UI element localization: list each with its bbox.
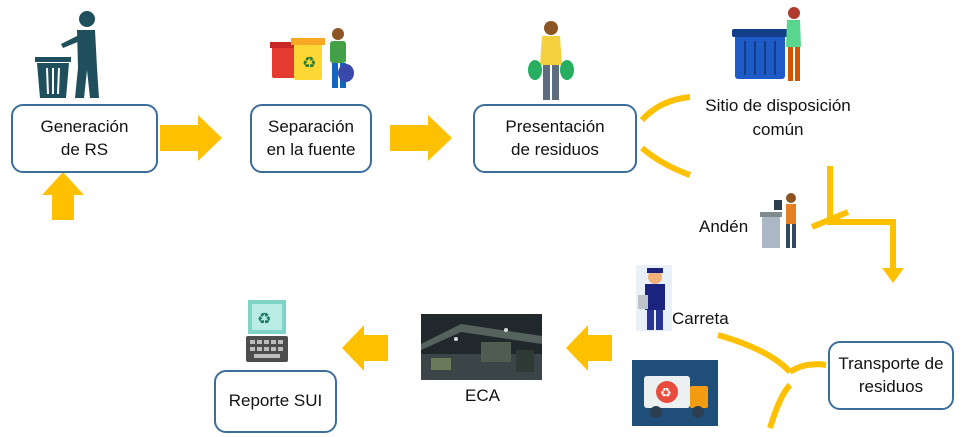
node-transporte: Transporte de residuos bbox=[828, 341, 954, 410]
recycling-truck-icon: ♻ bbox=[632, 360, 718, 426]
label-sitio: Sitio de disposición común bbox=[705, 96, 851, 139]
svg-text:♻: ♻ bbox=[660, 386, 672, 401]
arrow-eca-to-reporte bbox=[342, 325, 388, 371]
curve-presentacion-lower bbox=[640, 145, 692, 178]
recycling-device-icon: ♻ bbox=[246, 300, 288, 362]
connector-to-transporte-head bbox=[882, 268, 904, 283]
arrow-carreta-to-eca bbox=[566, 325, 612, 371]
curve-merge-to-transporte bbox=[788, 361, 827, 375]
node-separacion: Separación en la fuente bbox=[250, 104, 372, 173]
svg-text:♻: ♻ bbox=[302, 53, 316, 72]
node-generacion: Generación de RS bbox=[11, 104, 158, 173]
curve-merge-upper bbox=[717, 332, 793, 375]
curb-bin-person-icon bbox=[760, 193, 796, 248]
node-presentacion: Presentación de residuos bbox=[473, 104, 637, 173]
connector-to-transporte bbox=[827, 166, 896, 272]
node-reporte: Reporte SUI bbox=[214, 370, 337, 433]
label-carreta: Carreta bbox=[672, 309, 729, 328]
trash-person-icon bbox=[35, 11, 99, 98]
label-anden: Andén bbox=[699, 217, 749, 236]
recycling-bins-person-icon: ♻ bbox=[270, 28, 354, 88]
arrow-separacion-to-presentacion bbox=[390, 115, 452, 161]
eca-plant-photo bbox=[421, 314, 542, 380]
cart-worker-icon bbox=[636, 265, 672, 331]
person-with-bags-icon bbox=[528, 21, 574, 100]
container-person-icon bbox=[732, 7, 801, 81]
connector-anden-to-elbow bbox=[810, 209, 850, 230]
arrow-loop-up-generacion bbox=[42, 172, 84, 220]
svg-text:♻: ♻ bbox=[257, 309, 271, 328]
label-eca: ECA bbox=[465, 386, 500, 405]
curve-merge-lower bbox=[767, 382, 793, 429]
curve-presentacion-upper bbox=[639, 94, 691, 123]
arrow-generacion-to-separacion bbox=[160, 115, 222, 161]
